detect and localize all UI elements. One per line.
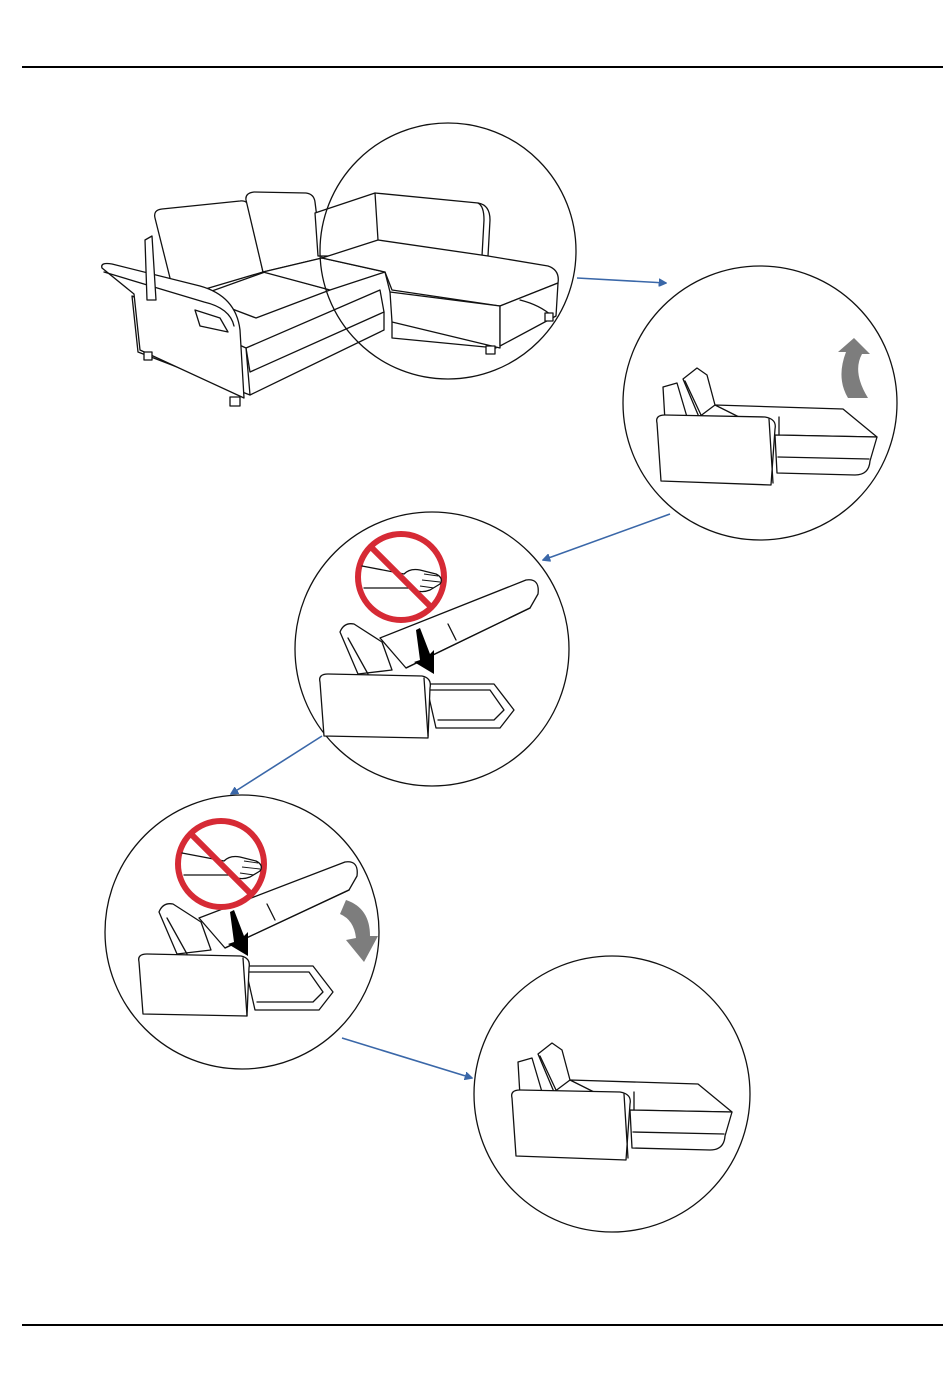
sofa-leg — [144, 352, 152, 360]
sofa-leg — [486, 346, 495, 354]
prohibited-hand-icon — [358, 534, 444, 620]
step-1-sofa-overview — [102, 123, 576, 406]
arm-block — [657, 415, 776, 485]
prohibited-hand-icon — [178, 821, 264, 907]
sofa-leg — [545, 313, 553, 321]
arm-block — [320, 674, 431, 738]
curved-arrow-down-icon — [340, 900, 378, 962]
flow-arrow-4 — [342, 1038, 472, 1078]
step-3-lifted — [295, 512, 569, 786]
step-2-closed — [623, 266, 897, 540]
chaise-front — [775, 435, 877, 475]
flow-arrow-2 — [543, 514, 670, 560]
chaise-front — [630, 1110, 732, 1150]
step-4-lowering — [105, 795, 379, 1069]
sofa-leg — [230, 397, 240, 406]
step-5-closed — [474, 956, 750, 1232]
flow-arrow-3 — [231, 736, 322, 794]
headrest — [340, 624, 392, 674]
headrest — [159, 904, 211, 954]
arm-block — [139, 954, 250, 1016]
flow-arrow-1 — [577, 278, 666, 283]
arm-block — [512, 1090, 631, 1160]
curved-arrow-up-icon — [838, 338, 870, 398]
